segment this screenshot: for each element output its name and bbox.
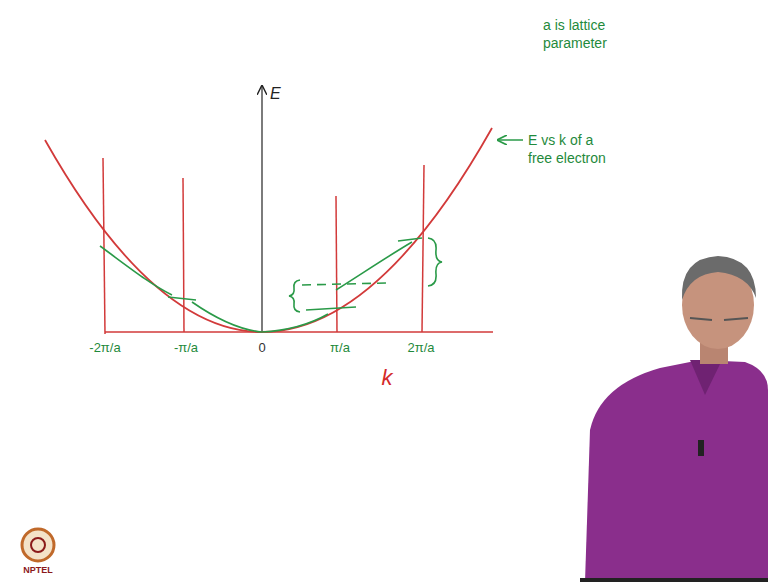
tick-label: 0 [258, 340, 265, 357]
tick-label: π/a [330, 340, 350, 357]
band-edge [306, 307, 356, 310]
note: a is lattice parameter [543, 16, 643, 52]
lectern-edge [580, 578, 768, 582]
k-axis [105, 331, 493, 333]
logo-emblem [22, 529, 54, 561]
logo-emblem [31, 538, 45, 552]
presenter-hair [682, 256, 756, 300]
axis-label: E [270, 84, 281, 105]
label-holder: E [270, 84, 281, 105]
zone-boundary [103, 158, 105, 334]
band-curve [262, 314, 328, 332]
zone-boundary [183, 178, 184, 332]
gap-brace [289, 280, 300, 312]
band-edge [398, 238, 422, 241]
gap-brace [428, 238, 442, 286]
presenter-collar [690, 360, 722, 395]
band-curve [336, 242, 412, 290]
label-holder: -2π/a [89, 340, 120, 357]
presenter-glasses [690, 318, 748, 320]
logo-text: NPTEL [23, 565, 53, 577]
label-holder: k [382, 364, 393, 393]
tick-label: -2π/a [89, 340, 120, 357]
band-curve [100, 246, 172, 295]
label-holder: NPTEL [23, 565, 53, 577]
label-holder: -π/a [174, 340, 198, 357]
tick-label: -π/a [174, 340, 198, 357]
band-curve [192, 302, 262, 332]
band-curve [168, 297, 196, 300]
zone-boundary [422, 165, 424, 332]
curve-note: E vs k of a free electron [528, 131, 610, 167]
axis-label: k [382, 364, 393, 393]
label-holder: π/a [330, 340, 350, 357]
pointer-arrow [498, 139, 523, 141]
microphone [698, 440, 704, 456]
tick-label: 2π/a [407, 340, 434, 357]
label-holder: E vs k of a free electron [528, 131, 610, 167]
label-holder: 0 [258, 340, 265, 357]
label-holder: 2π/a [407, 340, 434, 357]
energy-axis [261, 86, 262, 332]
free-electron-parabola [45, 128, 492, 332]
label-holder: a is lattice parameter [543, 16, 643, 52]
presenter-shirt [585, 360, 768, 582]
